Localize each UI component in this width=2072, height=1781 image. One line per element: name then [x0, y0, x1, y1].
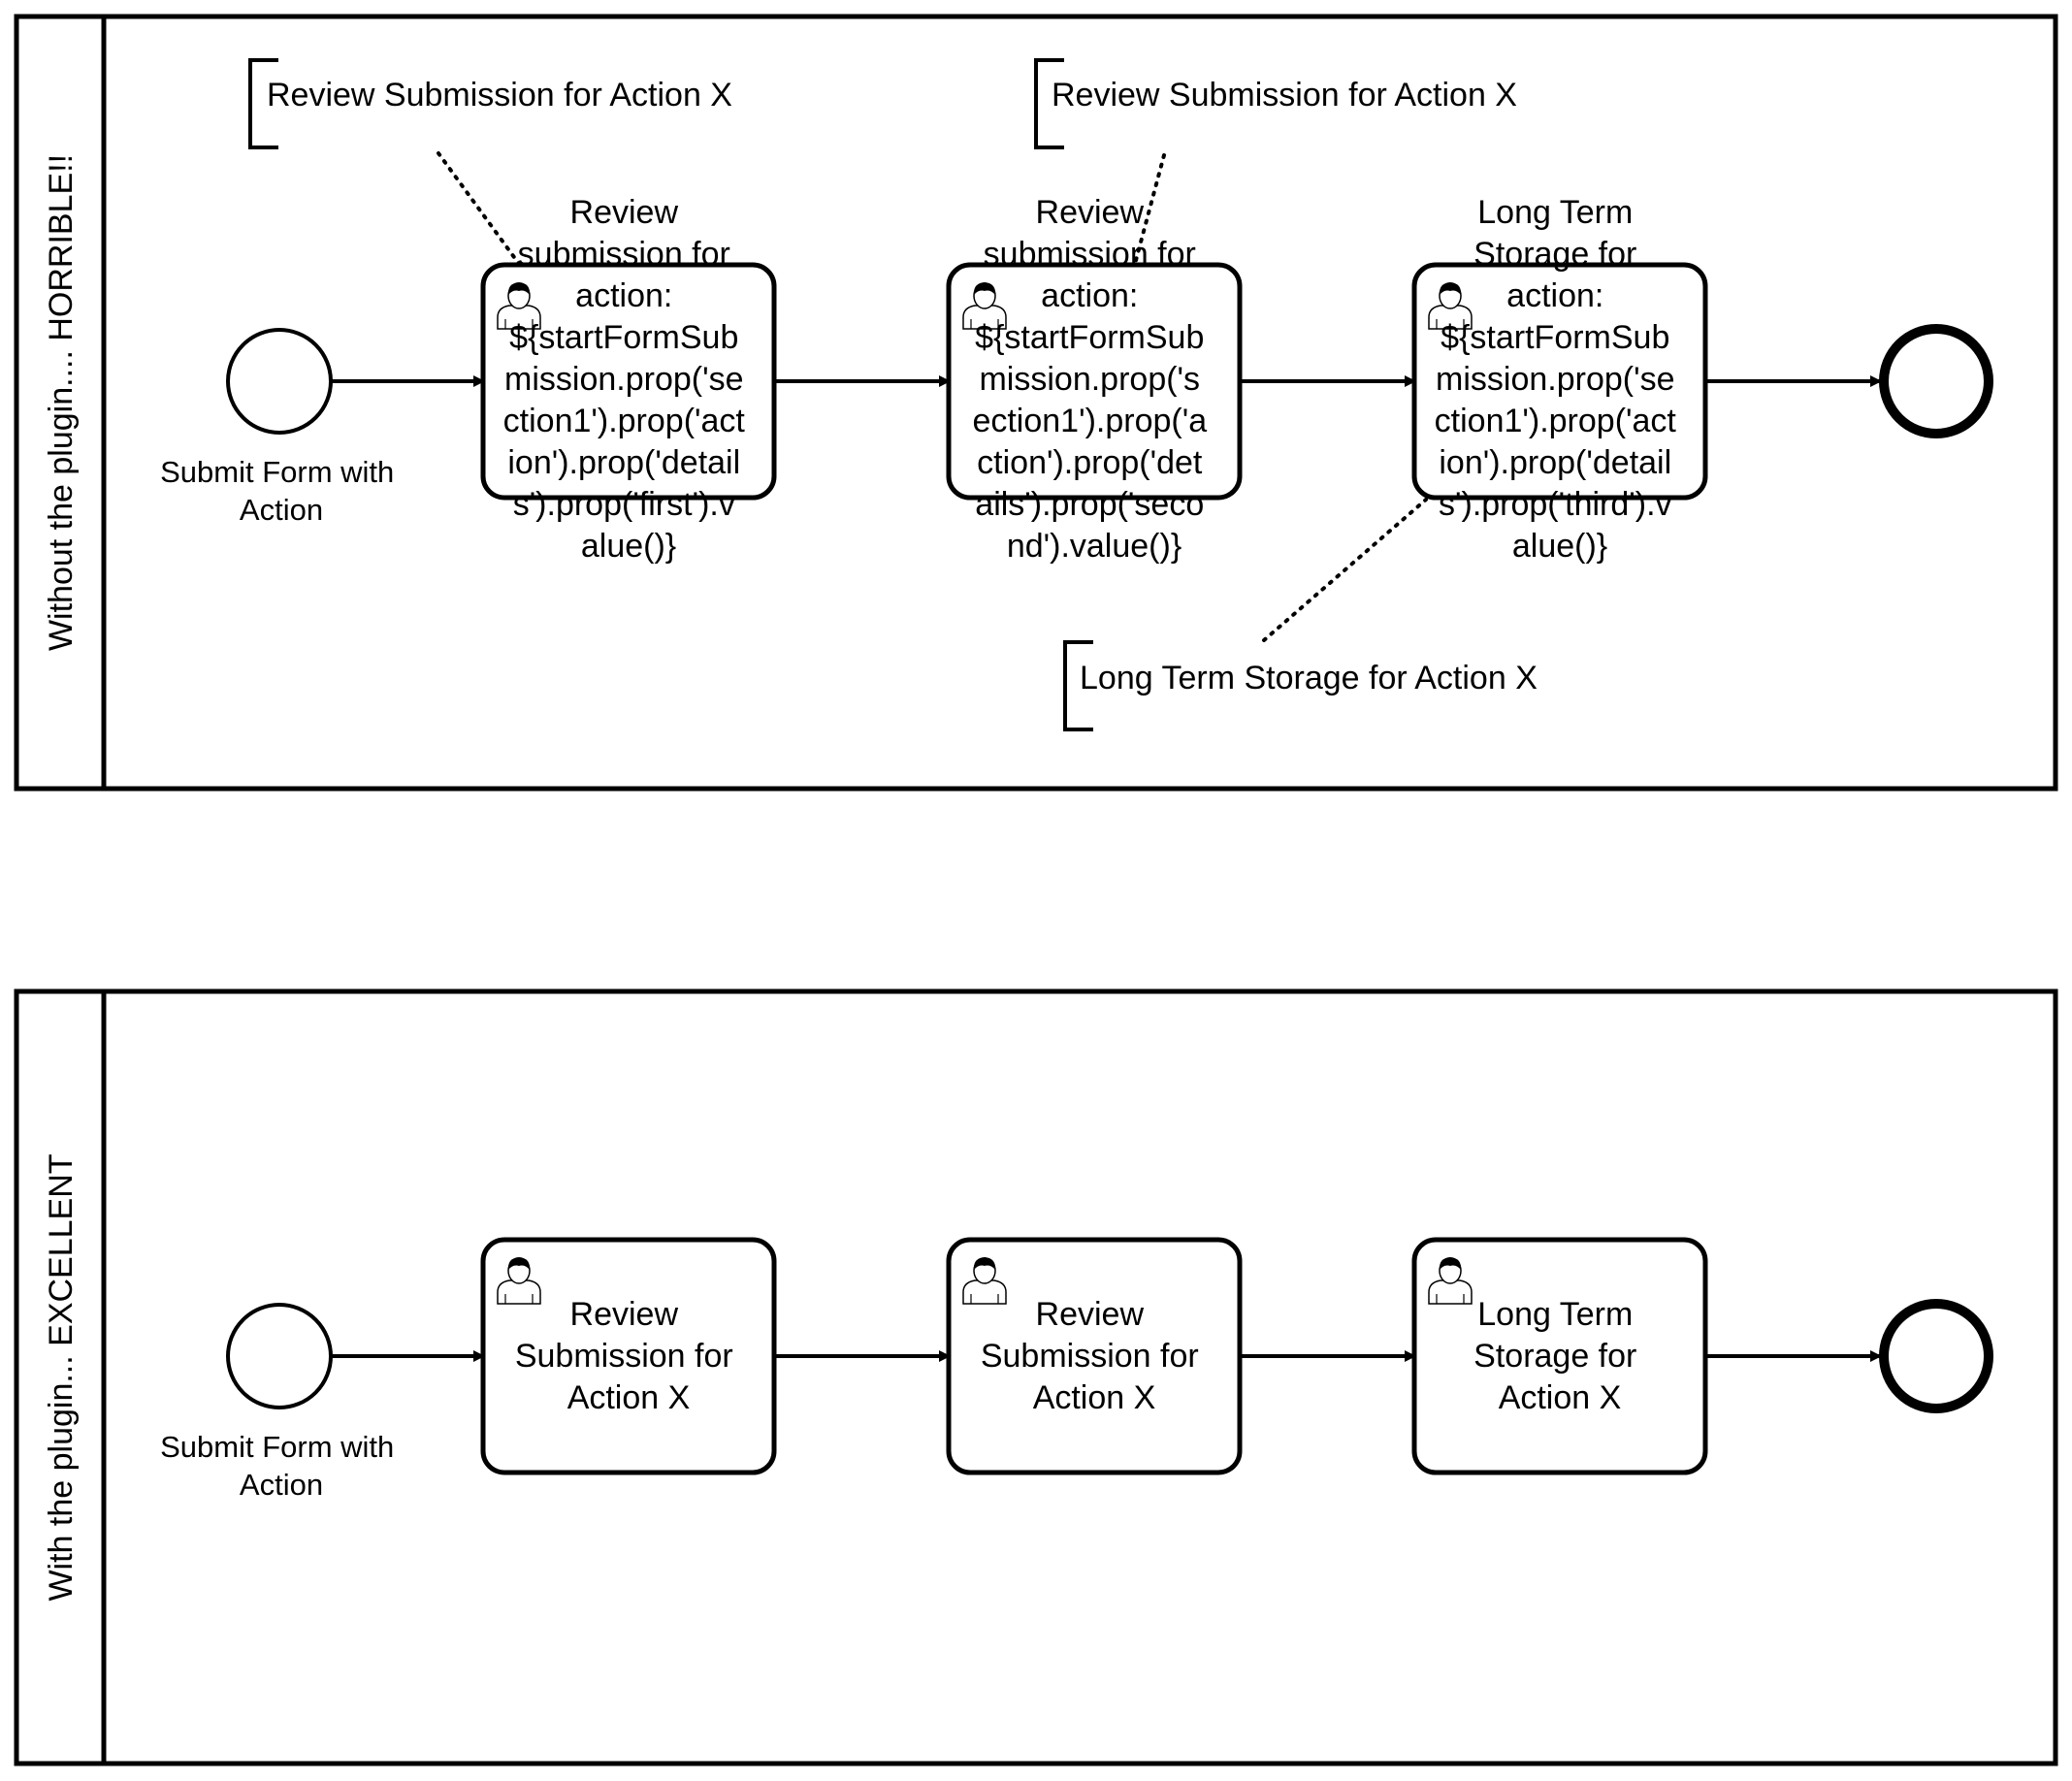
annotation-association	[437, 151, 521, 266]
task-box[interactable]	[946, 262, 1243, 501]
start-event-label: Submit Form with Action	[160, 1430, 403, 1502]
task-box[interactable]	[480, 262, 777, 501]
annotation-text: Long Term Storage for Action X	[1080, 660, 1538, 696]
pool-title: Without the plugin.... HORRIBLE!!	[43, 154, 80, 651]
task-box[interactable]	[946, 1237, 1243, 1475]
annotation-bracket	[1034, 58, 1064, 149]
text-annotation[interactable]: Review Submission for Action X	[248, 58, 732, 266]
pool-frame	[14, 14, 2058, 792]
start-event[interactable]	[226, 1303, 333, 1409]
task-box[interactable]	[1411, 262, 1708, 501]
text-annotation[interactable]: Review Submission for Action X	[1034, 58, 1517, 266]
task-box[interactable]	[1411, 1237, 1708, 1475]
text-annotation[interactable]: Long Term Storage for Action X	[1063, 498, 1538, 731]
end-event[interactable]	[1879, 324, 1993, 438]
task-label: Review submission for action: ${startFor…	[503, 194, 755, 565]
start-event[interactable]	[226, 328, 333, 435]
user-task[interactable]: Long Term Storage for Action X	[1411, 1237, 1708, 1475]
pool-with-plugin: With the plugin... EXCELLENT Submit Form…	[14, 988, 2058, 1766]
pool-title: With the plugin... EXCELLENT	[43, 1153, 80, 1601]
user-task[interactable]: Long Term Storage for action: ${startFor…	[1411, 194, 1708, 565]
end-event[interactable]	[1879, 1299, 1993, 1413]
annotation-text: Review Submission for Action X	[1052, 77, 1517, 113]
pool-without-plugin: Without the plugin.... HORRIBLE!! Submit…	[14, 14, 2058, 792]
task-label: Review submission for action: ${startFor…	[972, 194, 1215, 565]
pool-frame	[14, 988, 2058, 1766]
task-label: Long Term Storage for Action X	[1473, 1296, 1646, 1416]
user-task[interactable]: Review submission for action: ${startFor…	[946, 194, 1243, 565]
annotation-bracket	[1063, 640, 1093, 731]
task-label: Review Submission for Action X	[981, 1296, 1208, 1416]
annotation-association	[1262, 498, 1428, 642]
user-task[interactable]: Review Submission for Action X	[946, 1237, 1243, 1475]
task-label: Long Term Storage for action: ${startFor…	[1435, 194, 1686, 565]
start-event-label: Submit Form with Action	[160, 455, 403, 527]
annotation-association	[1133, 153, 1166, 266]
annotation-text: Review Submission for Action X	[267, 77, 732, 113]
annotation-bracket	[248, 58, 278, 149]
task-box[interactable]	[480, 1237, 777, 1475]
task-label: Review Submission for Action X	[515, 1296, 742, 1416]
user-task[interactable]: Review Submission for Action X	[480, 1237, 777, 1475]
user-task[interactable]: Review submission for action: ${startFor…	[480, 194, 777, 565]
